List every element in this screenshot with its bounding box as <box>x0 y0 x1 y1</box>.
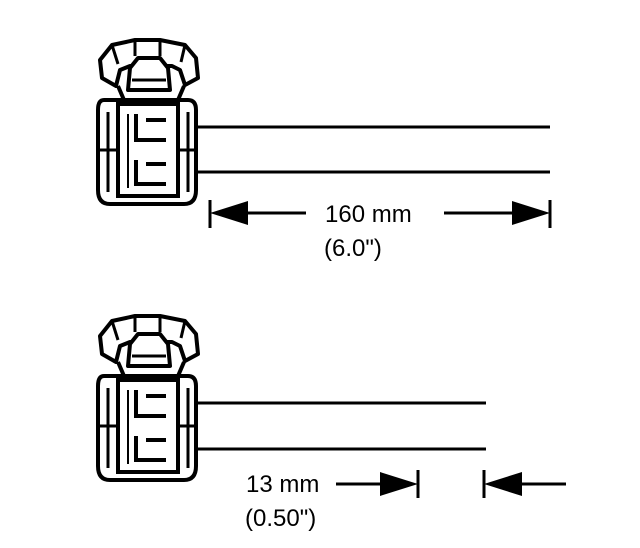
top-right-arrowhead <box>512 201 550 225</box>
bottom-left-arrowhead <box>380 472 418 496</box>
top-dimension-metric: 160 mm <box>325 201 412 228</box>
top-left-arrowhead <box>210 201 248 225</box>
bottom-right-arrowhead <box>484 472 522 496</box>
top-connector-assembly: 160 mm (6.0") <box>96 38 552 262</box>
bottom-connector-assembly: 13 mm (0.50") <box>96 314 566 532</box>
bottom-dimension-line <box>336 470 566 498</box>
top-connector <box>96 38 200 206</box>
top-dimension-line <box>208 200 552 228</box>
bottom-connector <box>96 314 200 482</box>
bottom-dimension-metric: 13 mm <box>246 471 319 498</box>
bottom-dimension-imperial: (0.50") <box>245 505 316 532</box>
top-dimension-imperial: (6.0") <box>324 235 382 262</box>
